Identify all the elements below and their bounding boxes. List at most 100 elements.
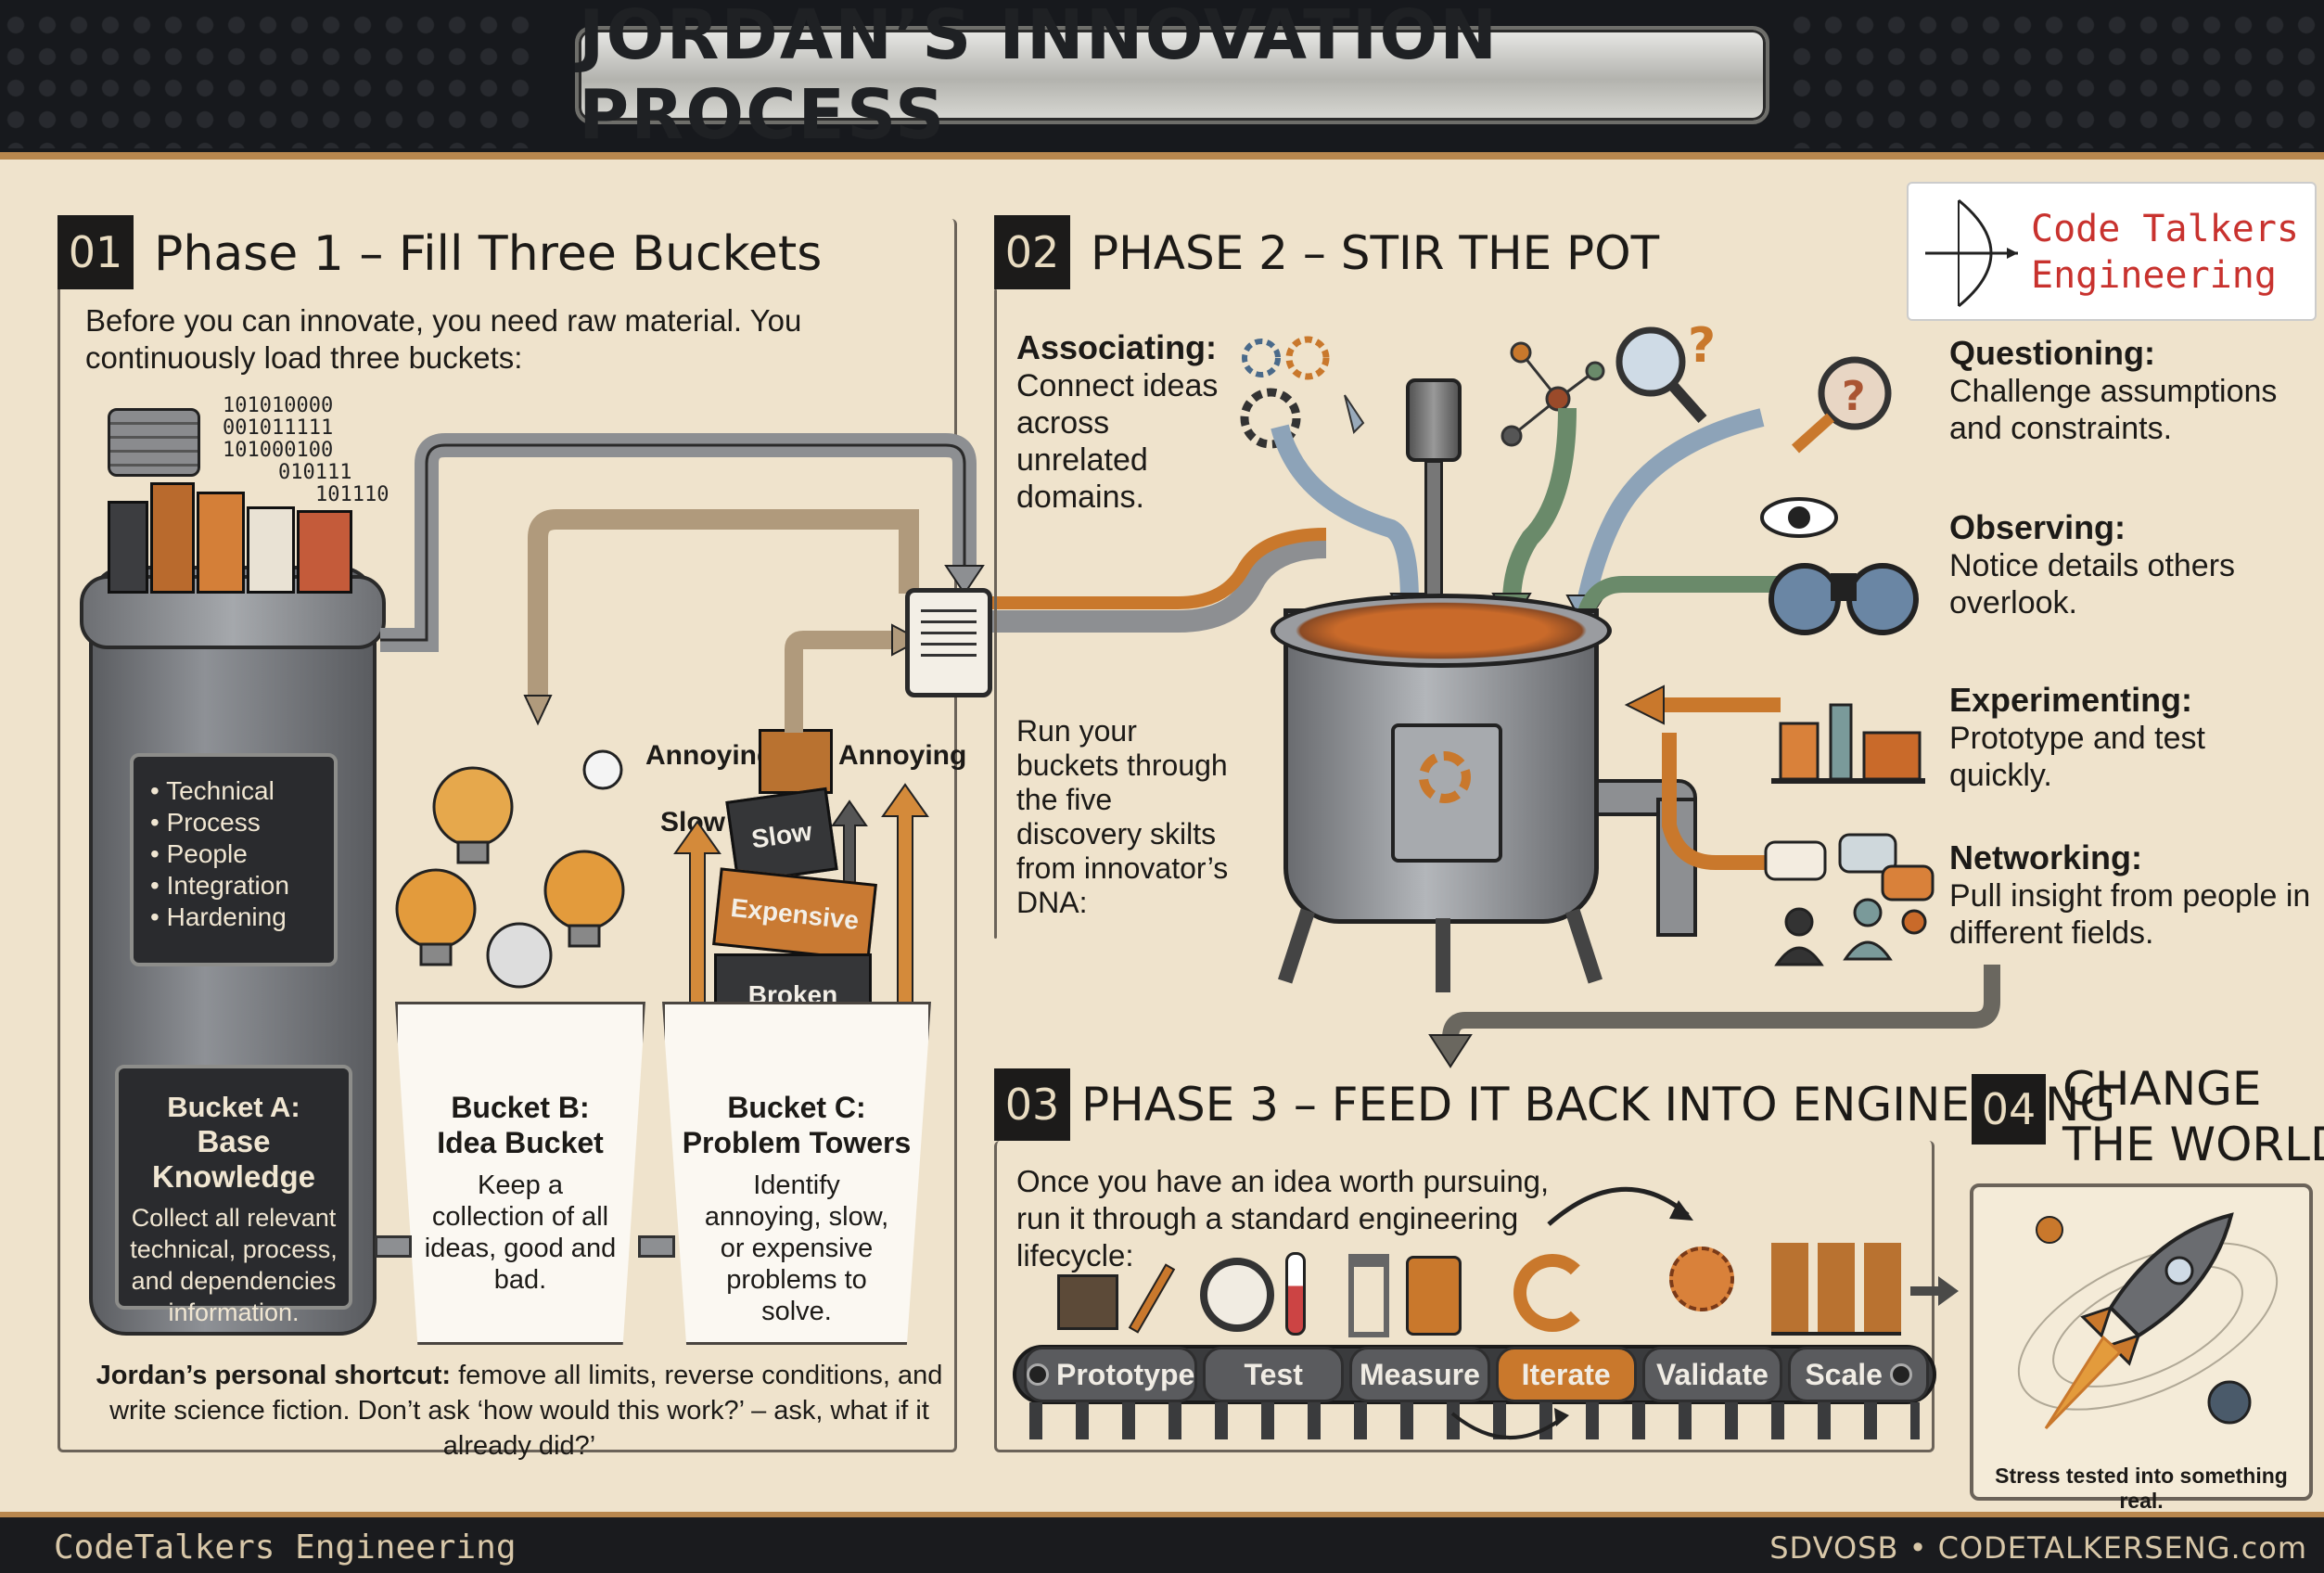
phase4-caption: Stress tested into something real. xyxy=(1995,1464,2288,1513)
bucket-c-title: Bucket C: xyxy=(727,1091,866,1124)
questioning-title: Questioning: xyxy=(1949,334,2155,372)
binary-line: 101010000 xyxy=(223,394,334,417)
to-world-arrow xyxy=(1910,1276,1959,1306)
bucket-a-title: Bucket A: xyxy=(167,1091,300,1123)
box-icon xyxy=(1057,1274,1118,1330)
lab-beakers-icon xyxy=(1771,703,1925,784)
logo-card: Code Talkers Engineering xyxy=(1907,182,2317,321)
footer-site[interactable]: SDVOSB • CODETALKERSENG.com xyxy=(1769,1530,2307,1566)
footer-bar xyxy=(0,1512,2324,1573)
bucket-c-desc: Identify annoying, slow, or expensive pr… xyxy=(704,1170,889,1326)
experimenting-block: Experimenting: Prototype and test quickl… xyxy=(1949,681,2302,794)
svg-text:?: ? xyxy=(1688,318,1716,374)
binary-line: 001011111 xyxy=(223,416,334,440)
header-pattern-right xyxy=(1786,9,2324,148)
associating-text: Connect ideas across unrelated domains. xyxy=(1016,368,1219,515)
bucket-b-desc: Keep a collection of all ideas, good and… xyxy=(424,1170,617,1295)
feed-back-arrow xyxy=(1428,965,2000,1068)
pot-leg xyxy=(1436,918,1450,992)
binary-line: 101110 xyxy=(315,483,389,506)
coin-stack xyxy=(108,408,200,477)
gears-icon xyxy=(1240,336,1365,449)
lightbulb-cluster-icon xyxy=(395,749,625,989)
logo-line-2: Engineering xyxy=(2031,254,2277,297)
phase2-number: 02 xyxy=(994,215,1070,289)
list-item: • Process xyxy=(150,808,261,837)
stage-prototype[interactable]: Prototype xyxy=(1024,1347,1198,1402)
connector-pipe xyxy=(638,1235,675,1258)
stage-measure[interactable]: Measure xyxy=(1349,1347,1490,1402)
stage-scale[interactable]: Scale xyxy=(1788,1347,1930,1402)
phase3-panel xyxy=(994,1141,1935,1452)
list-item: • Hardening xyxy=(150,902,287,931)
eye-binoculars-icon xyxy=(1760,497,1919,635)
shortcut-label: Jordan’s personal shortcut: xyxy=(96,1361,452,1390)
phase3-intro: Once you have an idea worth pursuing, ru… xyxy=(1016,1164,1550,1272)
phase4-title-line-1: CHANGE xyxy=(2062,1062,2262,1116)
stage-test[interactable]: Test xyxy=(1203,1347,1345,1402)
conveyor-legs xyxy=(1029,1402,1920,1439)
observing-text: Notice details others overlook. xyxy=(1949,548,2236,620)
tablet-icon xyxy=(905,588,992,697)
associating-title: Associating: xyxy=(1016,328,1218,366)
lifecycle-stages: Prototype Test Measure Iterate Validate … xyxy=(1016,1347,1936,1402)
stage-validate[interactable]: Validate xyxy=(1641,1347,1783,1402)
curved-arrow-icon xyxy=(1547,1186,1693,1226)
thermometer-icon xyxy=(1285,1252,1306,1336)
header-divider xyxy=(0,152,2324,160)
phase4-title-line-2: THE WORLD xyxy=(2062,1118,2324,1171)
phase1-title: Phase 1 – Fill Three Buckets xyxy=(154,226,823,282)
phase3-number: 03 xyxy=(994,1068,1070,1141)
books-stack xyxy=(108,473,358,594)
bucket-b-cup: Bucket B: Idea Bucket Keep a collection … xyxy=(395,1002,645,1345)
phase1-number: 01 xyxy=(57,215,134,289)
people-chat-icon xyxy=(1764,833,1935,966)
footer-brand: CodeTalkers Engineering xyxy=(54,1528,517,1567)
list-item: • Technical xyxy=(150,776,275,805)
phase2-title: PHASE 2 – STIR THE POT xyxy=(1091,226,1660,280)
list-item: • Integration xyxy=(150,871,289,900)
page-title: JORDAN’S INNOVATION PROCESS xyxy=(579,0,1500,155)
questioning-text: Challenge assumptions and constraints. xyxy=(1949,374,2278,446)
phase1-intro: Before you can innovate, you need raw ma… xyxy=(85,303,802,375)
iterate-cycle-icon xyxy=(1513,1254,1591,1332)
roller-icon xyxy=(1027,1363,1049,1386)
shortcut-text: femove all limits, reverse conditions, a… xyxy=(109,1361,943,1461)
problem-box-expensive: Expensive xyxy=(712,867,877,962)
stage-iterate[interactable]: Iterate xyxy=(1495,1347,1637,1402)
header-pattern-left xyxy=(0,9,538,148)
bow-arrow-icon xyxy=(1925,198,2018,308)
observing-title: Observing: xyxy=(1949,508,2126,546)
bucket-a-desc: Collect all relevant technical, process,… xyxy=(130,1204,338,1326)
roller-icon xyxy=(1889,1363,1912,1386)
phase3-title: PHASE 3 – FEED IT BACK INTO ENGINEERING xyxy=(1081,1078,2116,1132)
phase4-title: CHANGE THE WORLD xyxy=(2062,1061,2324,1172)
svg-text:?: ? xyxy=(1842,373,1866,420)
binary-stream: 101010000 001011111 101000100 010111 101… xyxy=(223,395,389,506)
tablet-to-pot-pipe xyxy=(992,528,1326,633)
list-item: • People xyxy=(150,839,248,868)
bucket-a-name: Base Knowledge xyxy=(151,1124,315,1194)
scale-rockets-icon xyxy=(1771,1243,1901,1336)
binary-line: 010111 xyxy=(278,461,352,484)
binary-line: 101000100 xyxy=(223,439,334,462)
title-plate: JORDAN’S INNOVATION PROCESS xyxy=(575,0,1769,155)
connector-pipe xyxy=(375,1235,412,1258)
bucket-c-cup: Bucket C: Problem Towers Identify annoyi… xyxy=(662,1002,931,1345)
question-magnifier-icon: ? xyxy=(1791,356,1892,454)
shortcut-note: Jordan’s personal shortcut: femove all l… xyxy=(93,1358,946,1464)
approval-seal-icon xyxy=(1669,1247,1734,1311)
multimeter-icon xyxy=(1406,1256,1462,1336)
annoying-label-left: Annoying xyxy=(645,740,774,771)
gear-icon xyxy=(1419,751,1471,803)
logo-line-1: Code Talkers xyxy=(2031,208,2299,250)
networking-block: Networking: Pull insight from people in … xyxy=(1949,838,2320,952)
rocket-icon xyxy=(2017,1212,2279,1430)
molecule-magnifier-icon: ? xyxy=(1500,318,1716,447)
caliper-icon xyxy=(1348,1254,1389,1337)
bucket-a-card: Bucket A: Base Knowledge Collect all rel… xyxy=(115,1065,352,1326)
pot-leg xyxy=(1278,908,1315,984)
cauldron-rim xyxy=(1271,594,1612,668)
questioning-block: Questioning: Challenge assumptions and c… xyxy=(1949,334,2302,447)
phase2-panel-divider xyxy=(994,289,997,939)
